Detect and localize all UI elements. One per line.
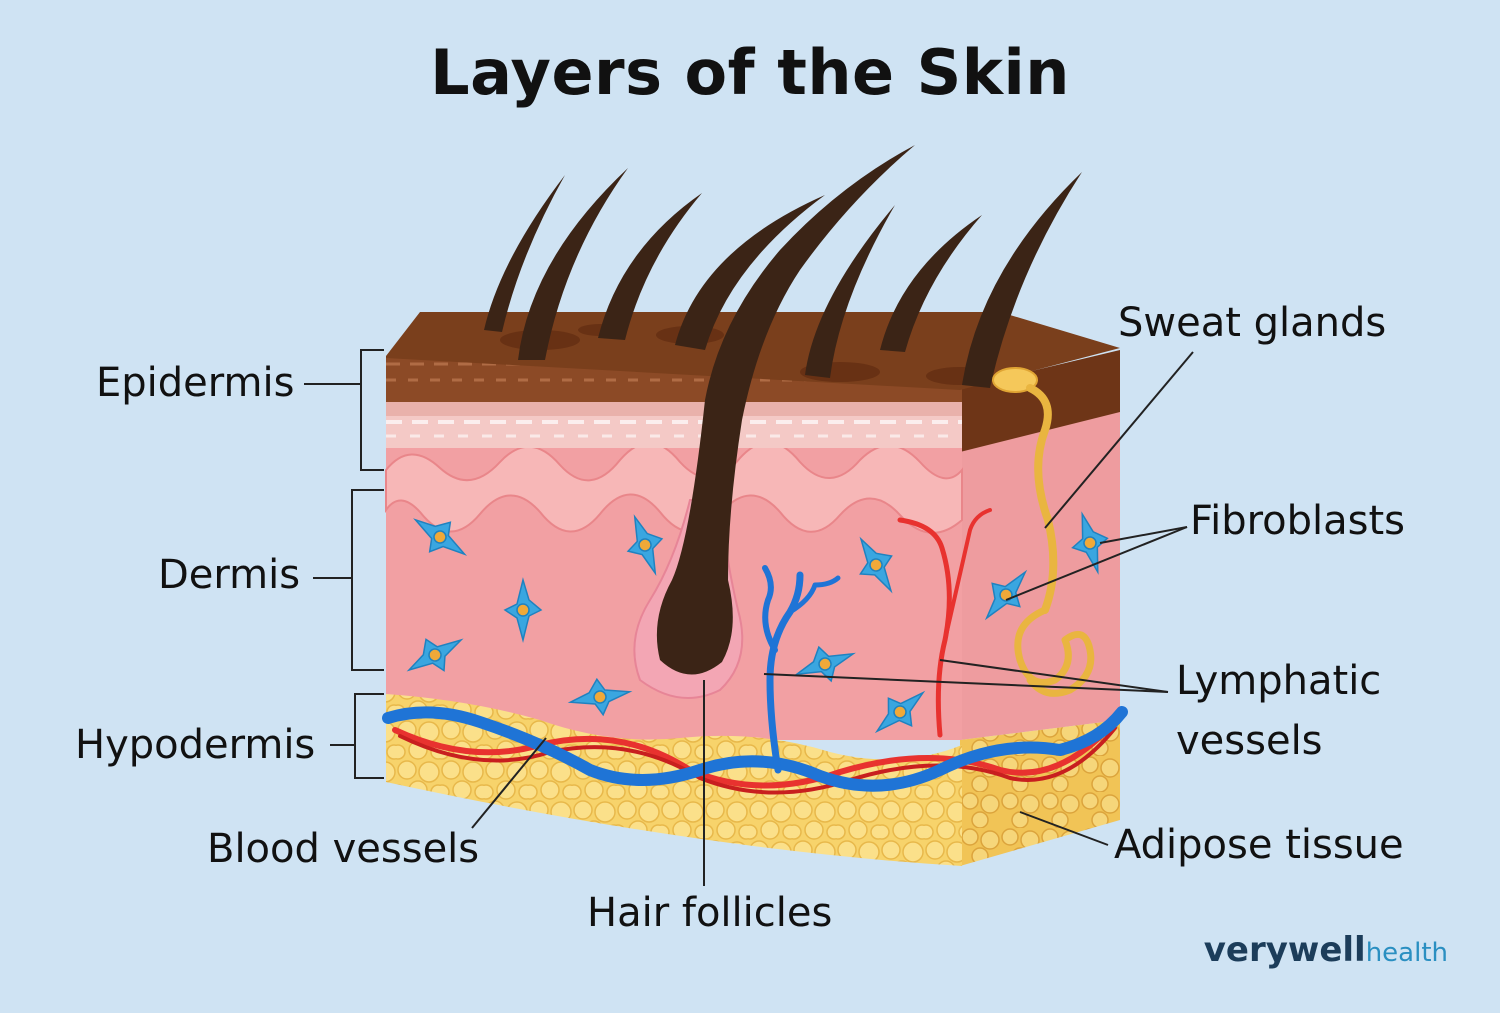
leader-lines [471,351,1194,886]
label-adipose-tissue: Adipose tissue [1114,822,1404,868]
page-title: Layers of the Skin [430,36,1070,109]
fibroblasts-leader-1 [1099,526,1188,544]
label-hair-follicles: Hair follicles [587,890,833,936]
adipose-leader [1019,811,1109,846]
label-dermis: Dermis [158,552,301,598]
label-fibroblasts: Fibroblasts [1190,498,1406,544]
fibroblasts-leader-2 [1005,526,1188,601]
brand-logo: verywellhealth [1204,930,1448,970]
hair-follicle [633,145,915,699]
dermis-bracket [313,489,384,671]
label-hypodermis: Hypodermis [75,722,316,768]
blood-vessels [392,508,1121,795]
hypodermis-bracket [330,693,384,779]
skin-block-side-face [960,350,1120,866]
lymphatic-leader-2 [939,659,1169,693]
label-sweat-glands: Sweat glands [1118,300,1387,346]
fibroblast-cells [406,511,1109,734]
label-lymphatic-line1: Lymphatic [1176,658,1382,704]
epidermis-bracket [304,349,384,471]
hair-shafts [484,168,1082,388]
dermal-papillae [385,441,963,534]
label-blood-vessels: Blood vessels [207,826,480,872]
lymphatic-vessels [382,565,1128,792]
label-epidermis: Epidermis [96,360,295,406]
layer-brackets [304,349,384,779]
blood-vessels-leader [471,737,547,829]
sweat-glands-leader [1044,351,1194,529]
label-lymphatic-line2: vessels [1176,718,1323,764]
sweat-gland [992,367,1095,697]
brand-logo-part1: verywell [1203,930,1366,970]
lymphatic-leader-1 [763,673,1169,693]
brand-logo-part2: health [1365,938,1448,968]
